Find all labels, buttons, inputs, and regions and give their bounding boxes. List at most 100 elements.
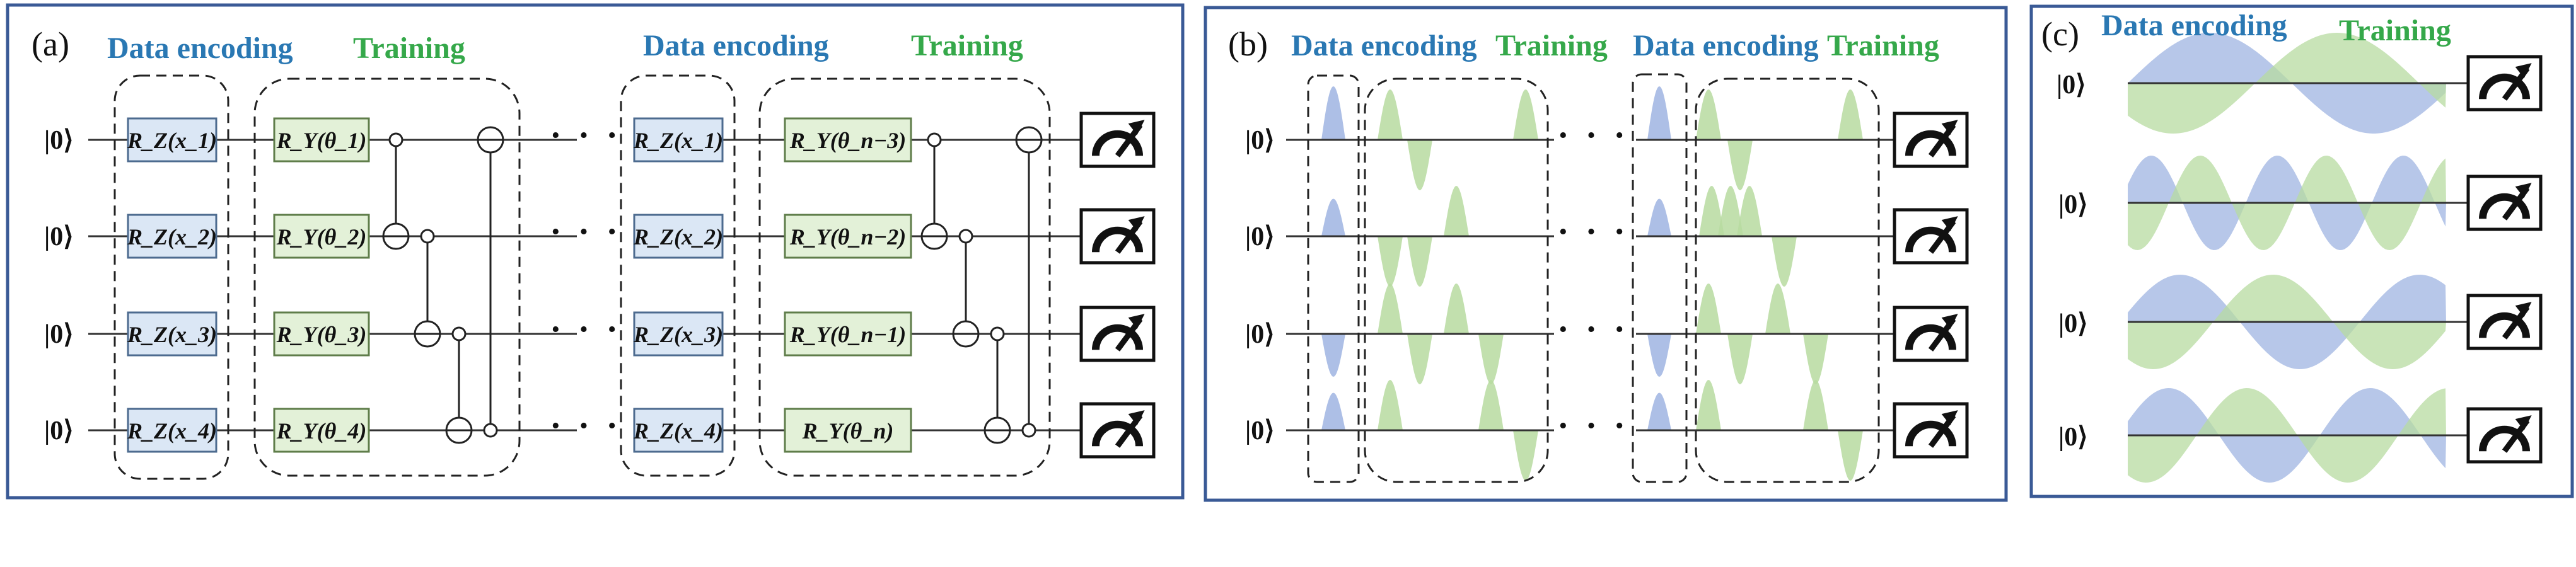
training-pulse <box>1407 140 1432 190</box>
training-pulse <box>1696 89 1721 140</box>
training-pulse <box>1803 334 1828 384</box>
panel-b-heading-encoding-1: Data encoding <box>1291 29 1477 62</box>
training-pulse <box>1737 186 1762 236</box>
gate-ry-theta1: R_Y(θ_1) <box>276 128 367 153</box>
encoding-pulse <box>1321 392 1345 430</box>
svg-text:· · ·: · · · <box>1557 310 1629 349</box>
panel-b-kets: |0⟩ |0⟩ |0⟩ |0⟩ <box>1245 126 1275 445</box>
meter-icon <box>2466 407 2543 464</box>
meter-icon <box>1893 208 1969 265</box>
ket-a-3: |0⟩ <box>44 320 74 349</box>
training-pulse <box>1803 380 1828 430</box>
panel-a-cnot-network-1 <box>382 126 504 444</box>
panel-a-training-gates-2: R_Y(θ_n−3) R_Y(θ_n−2) R_Y(θ_n−1) R_Y(θ_n… <box>784 117 912 453</box>
svg-text:R_Y(θ_n−1): R_Y(θ_n−1) <box>789 322 907 347</box>
training-pulse <box>1378 89 1403 140</box>
panel-b-dashed-groups <box>1307 73 1880 483</box>
panel-a-label: (a) <box>32 25 69 63</box>
panel-b: (b) Data encoding Training Data encoding… <box>1204 6 2008 502</box>
gate-rz-x2: R_Z(x_2) <box>127 224 217 249</box>
gate-ry-theta3: R_Y(θ_3) <box>276 322 367 347</box>
meter-icon <box>1893 306 1969 362</box>
training-pulse <box>1513 89 1538 140</box>
gate-rz-x4: R_Z(x_4) <box>127 418 217 444</box>
svg-text:· · ·: · · · <box>550 116 622 155</box>
svg-text:· · ·: · · · <box>550 406 622 445</box>
svg-text:R_Y(θ_n−3): R_Y(θ_n−3) <box>789 128 907 153</box>
training-pulse <box>1444 284 1469 334</box>
gate-ry-theta4: R_Y(θ_4) <box>276 418 367 444</box>
svg-text:R_Z(x_1): R_Z(x_1) <box>633 128 723 153</box>
encoding-pulse <box>1321 86 1345 140</box>
panel-a-meters <box>1079 112 1156 459</box>
panel-a-training-gates-1: R_Y(θ_1) R_Y(θ_2) R_Y(θ_3) R_Y(θ_4) <box>273 117 370 453</box>
panel-c-heading-training: Training <box>2339 14 2451 47</box>
panel-b-wires <box>1286 139 1894 432</box>
training-pulse <box>1699 186 1724 236</box>
meter-icon <box>2466 55 2543 112</box>
svg-text:|0⟩: |0⟩ <box>2057 71 2086 100</box>
encoding-pulse <box>1647 334 1671 377</box>
panel-c: (c) Data encoding Training |0⟩ |0⟩ |0⟩ |… <box>2029 4 2574 498</box>
training-pulse <box>1407 334 1432 384</box>
svg-text:|0⟩: |0⟩ <box>2058 423 2088 452</box>
meter-icon <box>1893 112 1969 168</box>
training-pulse <box>1444 186 1469 236</box>
panel-a-encoding-gates-1: R_Z(x_1) R_Z(x_2) R_Z(x_3) R_Z(x_4) <box>127 117 218 453</box>
encoding-pulse <box>1647 198 1671 236</box>
svg-text:R_Z(x_3): R_Z(x_3) <box>633 322 723 347</box>
training-pulse <box>1513 430 1538 481</box>
panel-c-kets: |0⟩ |0⟩ |0⟩ |0⟩ <box>2057 71 2088 452</box>
panel-b-meters <box>1893 112 1969 459</box>
ket-a-4: |0⟩ <box>44 416 74 445</box>
gate-ry-theta2: R_Y(θ_2) <box>276 224 367 249</box>
panel-c-heading-encoding: Data encoding <box>2101 9 2287 42</box>
panel-a-ellipses: · · · · · · · · · · · · <box>550 116 622 445</box>
training-pulse <box>1727 334 1753 384</box>
panel-a-heading-encoding-2: Data encoding <box>643 29 829 62</box>
panel-c-meters <box>2466 55 2543 464</box>
training-pulse <box>1378 236 1403 287</box>
training-wave <box>2128 275 2446 369</box>
meter-icon <box>1079 112 1156 168</box>
panel-a-cnot-network-2 <box>920 126 1043 444</box>
panel-c-label: (c) <box>2041 15 2079 53</box>
meter-icon <box>1079 306 1156 362</box>
training-pulse <box>1478 380 1504 430</box>
meter-icon <box>1893 402 1969 459</box>
meter-icon <box>2466 294 2543 350</box>
svg-text:|0⟩: |0⟩ <box>1245 416 1275 445</box>
svg-text:|0⟩: |0⟩ <box>1245 222 1275 251</box>
training-pulse <box>1696 284 1721 334</box>
svg-text:· · ·: · · · <box>1557 406 1629 445</box>
panel-b-heading-training-1: Training <box>1495 29 1608 62</box>
svg-text:· · ·: · · · <box>550 310 622 349</box>
training-pulse <box>1407 236 1432 287</box>
panel-a: (a) Data encoding Training Data encoding… <box>6 3 1185 500</box>
encoding-pulse <box>1321 198 1345 236</box>
svg-text:R_Z(x_2): R_Z(x_2) <box>633 224 723 249</box>
training-pulse <box>1378 284 1403 334</box>
panel-a-heading-encoding-1: Data encoding <box>107 32 293 65</box>
svg-text:· · ·: · · · <box>1557 116 1629 155</box>
panel-a-encoding-gates-2: R_Z(x_1) R_Z(x_2) R_Z(x_3) R_Z(x_4) <box>633 117 724 453</box>
meter-icon <box>2466 175 2543 231</box>
panel-a-heading-training-2: Training <box>911 29 1023 62</box>
panel-b-heading-encoding-2: Data encoding <box>1633 29 1819 62</box>
training-pulse <box>1838 89 1863 140</box>
meter-icon <box>1079 402 1156 459</box>
svg-text:|0⟩: |0⟩ <box>2058 190 2088 219</box>
ket-a-2: |0⟩ <box>44 222 74 251</box>
panel-b-label: (b) <box>1228 25 1268 63</box>
training-pulse <box>1838 430 1863 481</box>
panel-b-waves <box>1321 86 1863 481</box>
svg-text:R_Z(x_4): R_Z(x_4) <box>633 418 723 444</box>
training-pulse <box>1378 380 1403 430</box>
training-pulse <box>1727 140 1753 190</box>
panel-c-wires <box>2128 82 2468 437</box>
encoding-pulse <box>1321 334 1345 377</box>
panel-b-ellipses: · · · · · · · · · · · · <box>1557 116 1629 445</box>
training-pulse <box>1718 186 1743 236</box>
panel-b-heading-training-2: Training <box>1827 29 1939 62</box>
ket-a-1: |0⟩ <box>44 126 74 155</box>
